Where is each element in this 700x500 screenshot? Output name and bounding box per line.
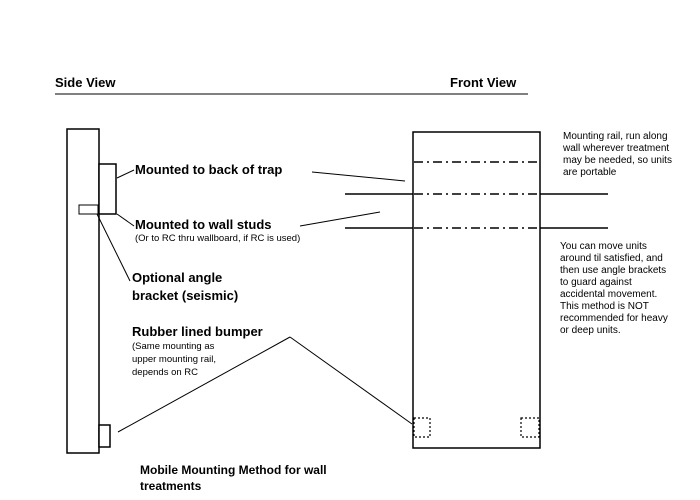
move-note-line5: accidental movement. (560, 289, 658, 300)
move-note-line8: or deep units. (560, 325, 621, 336)
rail-note-line1: Mounting rail, run along (563, 131, 668, 142)
label-back-of-trap: Mounted to back of trap (135, 162, 283, 177)
label-bumper: Rubber lined bumper (132, 324, 263, 339)
rail-note-line2: wall wherever treatment (563, 143, 670, 154)
label-bumper-note-line2: upper mounting rail, (132, 354, 216, 365)
rail-note-line4: are portable (563, 167, 617, 178)
label-angle-bracket-line1: Optional angle (132, 270, 223, 285)
move-note-line6: This method is NOT (560, 301, 649, 312)
front-panel (412, 131, 541, 449)
label-wall-studs: Mounted to wall studs (135, 217, 272, 232)
move-note-line3: then use angle brackets (560, 265, 667, 276)
side-wall (66, 128, 100, 454)
leader-studs-to-front (299, 211, 381, 227)
caption-line1: Mobile Mounting Method for wall (140, 463, 327, 477)
side-angle-bracket (78, 204, 99, 215)
leader-trap-to-front (311, 171, 406, 182)
rail-note-line3: may be needed, so units (563, 155, 672, 166)
leader-back-of-trap (116, 169, 135, 179)
leader-bumper-side (117, 336, 291, 433)
move-note-line7: recommended for heavy (560, 313, 668, 324)
move-note-line1: You can move units (560, 241, 647, 252)
label-bumper-note-line1: (Same mounting as (132, 341, 215, 352)
side-trap-mount-block (98, 163, 117, 215)
leader-wall-studs (116, 213, 135, 227)
front-view-heading: Front View (450, 75, 517, 90)
side-view-heading: Side View (55, 75, 116, 90)
leader-bumper-front (289, 336, 413, 425)
move-note-line2: around til satisfied, and (560, 253, 663, 264)
label-angle-bracket-line2: bracket (seismic) (132, 288, 239, 303)
caption-line2: treatments (140, 479, 202, 493)
front-bumper-right (520, 417, 540, 438)
front-bumper-left (413, 417, 431, 438)
move-note-line4: to guard against (560, 277, 632, 288)
leader-angle-bracket (96, 213, 131, 282)
label-bumper-note-line3: depends on RC (132, 367, 199, 378)
side-bumper (98, 424, 111, 448)
label-wall-studs-note: (Or to RC thru wallboard, if RC is used) (135, 233, 301, 244)
